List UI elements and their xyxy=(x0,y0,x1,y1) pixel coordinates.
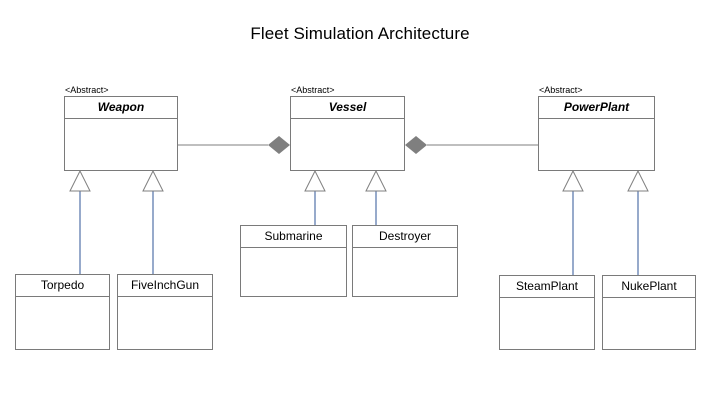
destroyer-inheritance-arrowhead xyxy=(365,169,387,192)
weapon-class-name: Weapon xyxy=(65,97,177,119)
nukeplant-inheritance-arrowhead xyxy=(627,169,649,192)
powerplant-class-name: PowerPlant xyxy=(539,97,654,119)
powerplant-class-box[interactable]: PowerPlant xyxy=(538,96,655,171)
steamplant-class-box[interactable]: SteamPlant xyxy=(499,275,595,350)
fiveinchgun-class-name: FiveInchGun xyxy=(118,275,212,297)
submarine-class-box[interactable]: Submarine xyxy=(240,225,347,297)
destroyer-class-name: Destroyer xyxy=(353,226,457,248)
powerplant-vessel-composition-diamond xyxy=(405,136,427,154)
nukeplant-class-box[interactable]: NukePlant xyxy=(602,275,696,350)
steamplant-class-name: SteamPlant xyxy=(500,276,594,298)
torpedo-class-box[interactable]: Torpedo xyxy=(15,274,110,350)
torpedo-class-name: Torpedo xyxy=(16,275,109,297)
submarine-inheritance-arrowhead xyxy=(304,169,326,192)
destroyer-class-box[interactable]: Destroyer xyxy=(352,225,458,297)
torpedo-inheritance-arrowhead xyxy=(69,169,91,192)
vessel-class-box[interactable]: Vessel xyxy=(290,96,405,171)
weapon-stereotype: <Abstract> xyxy=(65,85,109,95)
submarine-class-name: Submarine xyxy=(241,226,346,248)
diagram-title: Fleet Simulation Architecture xyxy=(250,24,470,43)
fiveinchgun-inheritance-arrowhead xyxy=(142,169,164,192)
vessel-stereotype: <Abstract> xyxy=(291,85,335,95)
nukeplant-class-name: NukePlant xyxy=(603,276,695,298)
weapon-class-box[interactable]: Weapon xyxy=(64,96,178,171)
steamplant-inheritance-arrowhead xyxy=(562,169,584,192)
composition-relations xyxy=(178,136,538,154)
fiveinchgun-class-box[interactable]: FiveInchGun xyxy=(117,274,213,350)
weapon-vessel-composition-diamond xyxy=(268,136,290,154)
inheritance-relations xyxy=(69,169,649,275)
powerplant-stereotype: <Abstract> xyxy=(539,85,583,95)
vessel-class-name: Vessel xyxy=(291,97,404,119)
